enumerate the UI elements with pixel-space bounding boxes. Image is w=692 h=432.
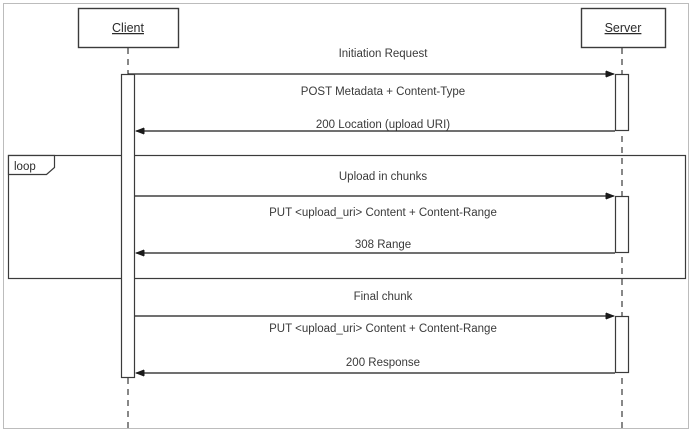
- message-labels-group: Initiation Request POST Metadata + Conte…: [269, 48, 497, 369]
- actor-server-box[interactable]: [580, 7, 667, 49]
- message-note-final-chunk: Final chunk: [354, 291, 413, 303]
- loop-fragment-frame: [7, 154, 687, 280]
- arrowhead-upload-in-chunks: [606, 192, 615, 200]
- actor-client-box[interactable]: [77, 7, 180, 49]
- server-activation-bar-1: [614, 73, 630, 132]
- arrowhead-initiation-request: [606, 70, 615, 78]
- activations-group: [120, 73, 630, 379]
- message-label-post-metadata: POST Metadata + Content-Type: [301, 86, 465, 98]
- message-note-upload-in-chunks: Upload in chunks: [339, 171, 427, 183]
- server-activation-bar-3: [614, 315, 630, 374]
- actor-server-label: Server: [605, 21, 642, 35]
- message-label-put-chunk: PUT <upload_uri> Content + Content-Range: [269, 207, 497, 219]
- actor-client[interactable]: Client: [77, 7, 180, 49]
- server-activation-bar-2: [614, 195, 630, 254]
- message-label-200-response: 200 Response: [346, 357, 420, 369]
- arrowhead-final-chunk: [606, 312, 615, 320]
- arrowhead-200-location: [135, 127, 144, 135]
- page-border: [3, 3, 689, 429]
- messages-group: [128, 71, 615, 376]
- message-label-308-range: 308 Range: [355, 239, 411, 251]
- client-activation-bar: [120, 73, 136, 379]
- actor-server[interactable]: Server: [580, 7, 667, 49]
- arrowhead-308-range: [135, 249, 144, 257]
- loop-fragment-label: loop: [14, 161, 36, 173]
- arrowheads-overlay: [135, 70, 615, 377]
- message-label-put-final-chunk: PUT <upload_uri> Content + Content-Range: [269, 323, 497, 335]
- message-note-initiation-request: Initiation Request: [339, 48, 429, 60]
- message-label-200-location: 200 Location (upload URI): [316, 119, 450, 131]
- arrowhead-200-response: [135, 369, 144, 377]
- loop-fragment: loop: [7, 154, 687, 280]
- loop-fragment-tab: [7, 154, 56, 176]
- actor-client-label: Client: [112, 21, 144, 35]
